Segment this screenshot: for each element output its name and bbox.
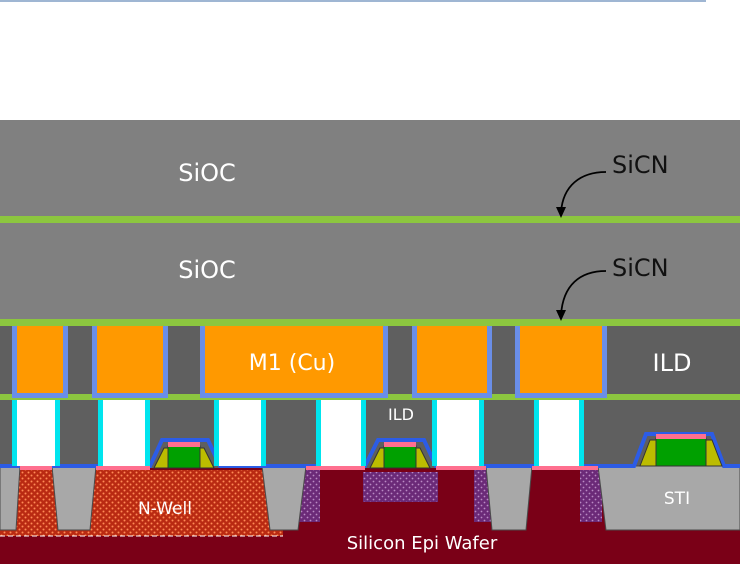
sti-trench — [485, 465, 533, 531]
diffusion-region — [580, 470, 602, 522]
ild-label-contact-level: ILD — [388, 405, 414, 424]
diffusion-region — [363, 472, 438, 502]
contact-plug — [12, 400, 60, 466]
sti-trench — [261, 465, 307, 531]
gate-stack — [153, 442, 215, 469]
sioc-layer-lower — [0, 223, 740, 319]
sicn-label-lower: SiCN — [612, 254, 669, 282]
contact-plug — [534, 400, 584, 466]
contact-plug — [432, 400, 484, 466]
silicide-strips — [20, 466, 598, 470]
gate-stack-on-sti — [639, 434, 723, 467]
sioc-layer-upper — [0, 120, 740, 216]
sicn-layer-lower — [0, 319, 740, 326]
contact-plug — [214, 400, 266, 466]
m1-copper-label: M1 (Cu) — [249, 351, 335, 376]
m1-line — [12, 326, 68, 398]
sioc-label-upper: SiOC — [178, 159, 236, 187]
m1-line — [92, 326, 168, 398]
n-well-region — [0, 470, 283, 536]
m1-line — [515, 326, 607, 398]
substrate-label: Silicon Epi Wafer — [347, 533, 498, 554]
contact-plug — [316, 400, 366, 466]
ild-label-metal-level: ILD — [653, 349, 692, 377]
n-well-label: N-Well — [138, 499, 192, 519]
m1-line — [412, 326, 492, 398]
sicn-callout-arrow-upper — [556, 171, 607, 218]
sti-trenches — [0, 465, 740, 531]
sicn-label-upper: SiCN — [612, 151, 669, 179]
m1-copper-lines — [12, 326, 607, 398]
contact-plug — [98, 400, 150, 466]
sicn-layer-upper — [0, 216, 740, 223]
sicn-callout-arrow-lower — [556, 270, 607, 321]
sti-trench — [0, 465, 21, 531]
m1-line — [200, 326, 388, 398]
contact-plugs — [12, 400, 584, 466]
sti-trench — [51, 465, 97, 531]
gate-stack — [369, 442, 431, 469]
top-rule — [0, 0, 706, 2]
sioc-label-lower: SiOC — [178, 256, 236, 284]
sti-label: STI — [664, 489, 690, 509]
